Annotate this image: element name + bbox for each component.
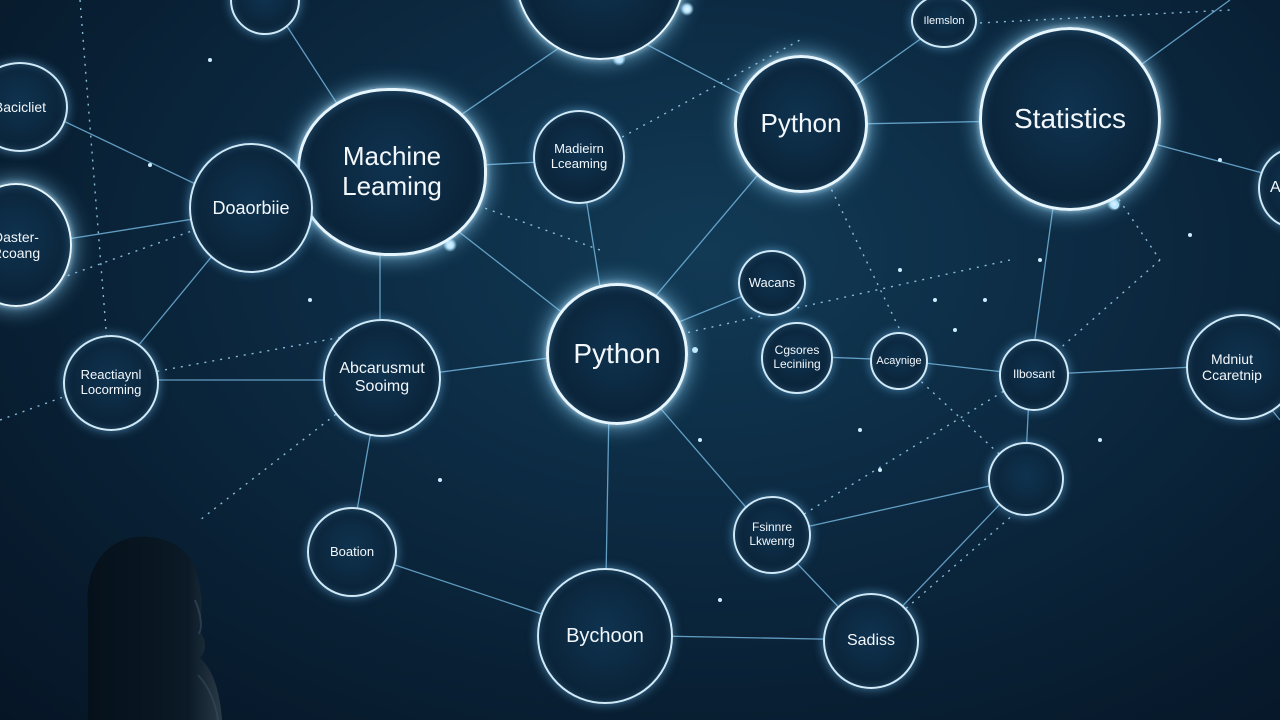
node-abcarusmut: Abcarusmut Sooimg — [323, 319, 441, 437]
node-left-lower: Reactiaynl Locorming — [63, 335, 159, 431]
node-acaynige: Acaynige — [870, 332, 928, 390]
node-fsinnre: Fsinnre Lkwenrg — [733, 496, 811, 574]
node-cgsores: Cgsores Leciniing — [761, 322, 833, 394]
node-top-right-small: Ilemslon — [911, 0, 977, 48]
node-machine-learning: Machine Leaming — [297, 88, 487, 256]
node-moscrt: Ilbosant — [999, 339, 1069, 411]
node-dovenbie: Doaorbiie — [189, 143, 313, 273]
node-right-edge-mid: Mdniut Ccaretnip — [1186, 314, 1280, 420]
node-python-center: Python — [546, 283, 688, 425]
node-bychoon: Bychoon — [537, 568, 673, 704]
node-left-top: Bacicliet — [0, 62, 68, 152]
node-python-top: Python — [734, 55, 868, 193]
light-sparkle — [680, 2, 694, 16]
node-wacans: Wacans — [738, 250, 806, 316]
node-right-lower — [988, 442, 1064, 516]
node-modern-learning: Madieirn Lceaming — [533, 110, 625, 204]
node-statistics: Statistics — [979, 27, 1161, 211]
node-saciss: Sadiss — [823, 593, 919, 689]
node-bottom-left: Boation — [307, 507, 397, 597]
